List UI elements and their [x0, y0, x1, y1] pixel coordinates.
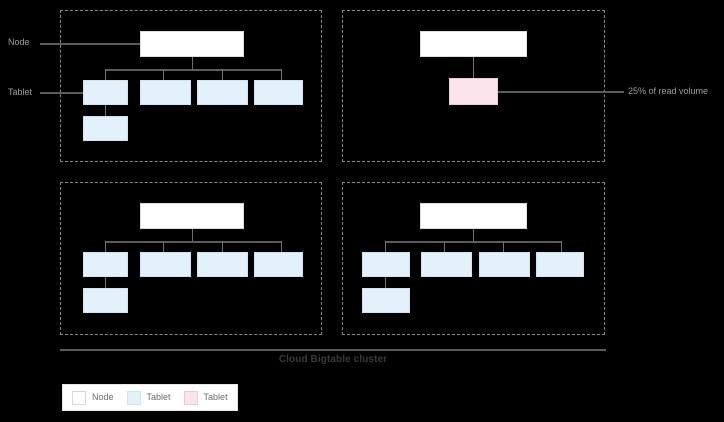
- tablet-box-br-3[interactable]: [479, 252, 530, 277]
- connector-drop-bl-3: [222, 241, 223, 252]
- legend-item-node: Node: [72, 390, 114, 405]
- quadrant-frame-top-left: [60, 10, 322, 162]
- tablet-box-bl-1[interactable]: [83, 252, 128, 277]
- connector-drop-bl-4: [281, 241, 282, 252]
- connector-bus-top-left: [105, 69, 281, 71]
- legend-item-tablet: Tablet: [126, 390, 171, 405]
- legend-swatch-tablet-hot-icon: [183, 390, 198, 405]
- connector-drop-bl-5: [105, 277, 106, 288]
- tablet-box-bl-3[interactable]: [197, 252, 248, 277]
- callout-label-node: Node: [8, 37, 30, 47]
- quadrant-frame-bottom-left: [60, 182, 322, 335]
- tablet-box-tl-5[interactable]: [83, 116, 128, 141]
- quadrant-frame-bottom-right: [342, 182, 605, 335]
- connector-drop-br-5: [385, 277, 386, 288]
- legend-swatch-node-icon: [72, 390, 86, 405]
- legend-label-tablet: Tablet: [146, 392, 171, 402]
- tablet-box-tl-1[interactable]: [83, 80, 128, 105]
- callout-leader-node: [40, 43, 140, 45]
- connector-bus-bottom-left: [105, 241, 281, 243]
- node-box-top-left[interactable]: [140, 31, 244, 57]
- legend-item-tablet-hot: Tablet: [183, 390, 228, 405]
- connector-trunk-top-left: [192, 57, 193, 70]
- legend: Node Tablet Tablet: [62, 384, 238, 411]
- connector-drop-br-2: [444, 241, 445, 252]
- connector-trunk-bottom-right: [473, 229, 474, 242]
- connector-trunk-top-right: [473, 57, 474, 78]
- connector-drop-tl-3: [222, 69, 223, 80]
- tablet-box-br-4[interactable]: [536, 252, 584, 277]
- tablet-box-br-2[interactable]: [421, 252, 472, 277]
- tablet-box-tl-2[interactable]: [140, 80, 191, 105]
- connector-drop-tl-2: [163, 69, 164, 80]
- connector-drop-tl-5: [105, 105, 106, 116]
- tablet-box-bl-2[interactable]: [140, 252, 191, 277]
- connector-drop-tl-1: [105, 69, 106, 80]
- connector-drop-br-1: [385, 241, 386, 252]
- legend-label-tablet-hot: Tablet: [203, 392, 228, 402]
- legend-label-node: Node: [92, 392, 114, 402]
- node-box-top-right[interactable]: [420, 31, 527, 57]
- tablet-box-bl-5[interactable]: [83, 288, 128, 313]
- callout-leader-tablet: [40, 92, 83, 94]
- connector-drop-br-4: [561, 241, 562, 252]
- connector-drop-bl-1: [105, 241, 106, 252]
- cluster-divider-rule: [60, 349, 606, 351]
- connector-trunk-bottom-left: [192, 229, 193, 242]
- quadrant-frame-top-right: [342, 10, 605, 162]
- node-box-bottom-right[interactable]: [420, 203, 527, 229]
- tablet-box-br-5[interactable]: [362, 288, 410, 313]
- tablet-box-hot[interactable]: [449, 78, 498, 105]
- connector-bus-bottom-right: [385, 241, 561, 243]
- connector-drop-bl-2: [163, 241, 164, 252]
- tablet-box-br-1[interactable]: [362, 252, 410, 277]
- connector-drop-br-3: [503, 241, 504, 252]
- tablet-box-tl-4[interactable]: [254, 80, 303, 105]
- node-box-bottom-left[interactable]: [140, 203, 244, 229]
- tablet-box-tl-3[interactable]: [197, 80, 248, 105]
- callout-leader-read-volume: [498, 91, 624, 93]
- tablet-box-bl-4[interactable]: [254, 252, 303, 277]
- legend-swatch-tablet-icon: [126, 390, 141, 405]
- connector-drop-tl-4: [281, 69, 282, 80]
- cluster-caption: Cloud Bigtable cluster: [278, 354, 388, 365]
- callout-label-read-volume: 25% of read volume: [628, 86, 709, 96]
- callout-label-tablet: Tablet: [8, 87, 33, 97]
